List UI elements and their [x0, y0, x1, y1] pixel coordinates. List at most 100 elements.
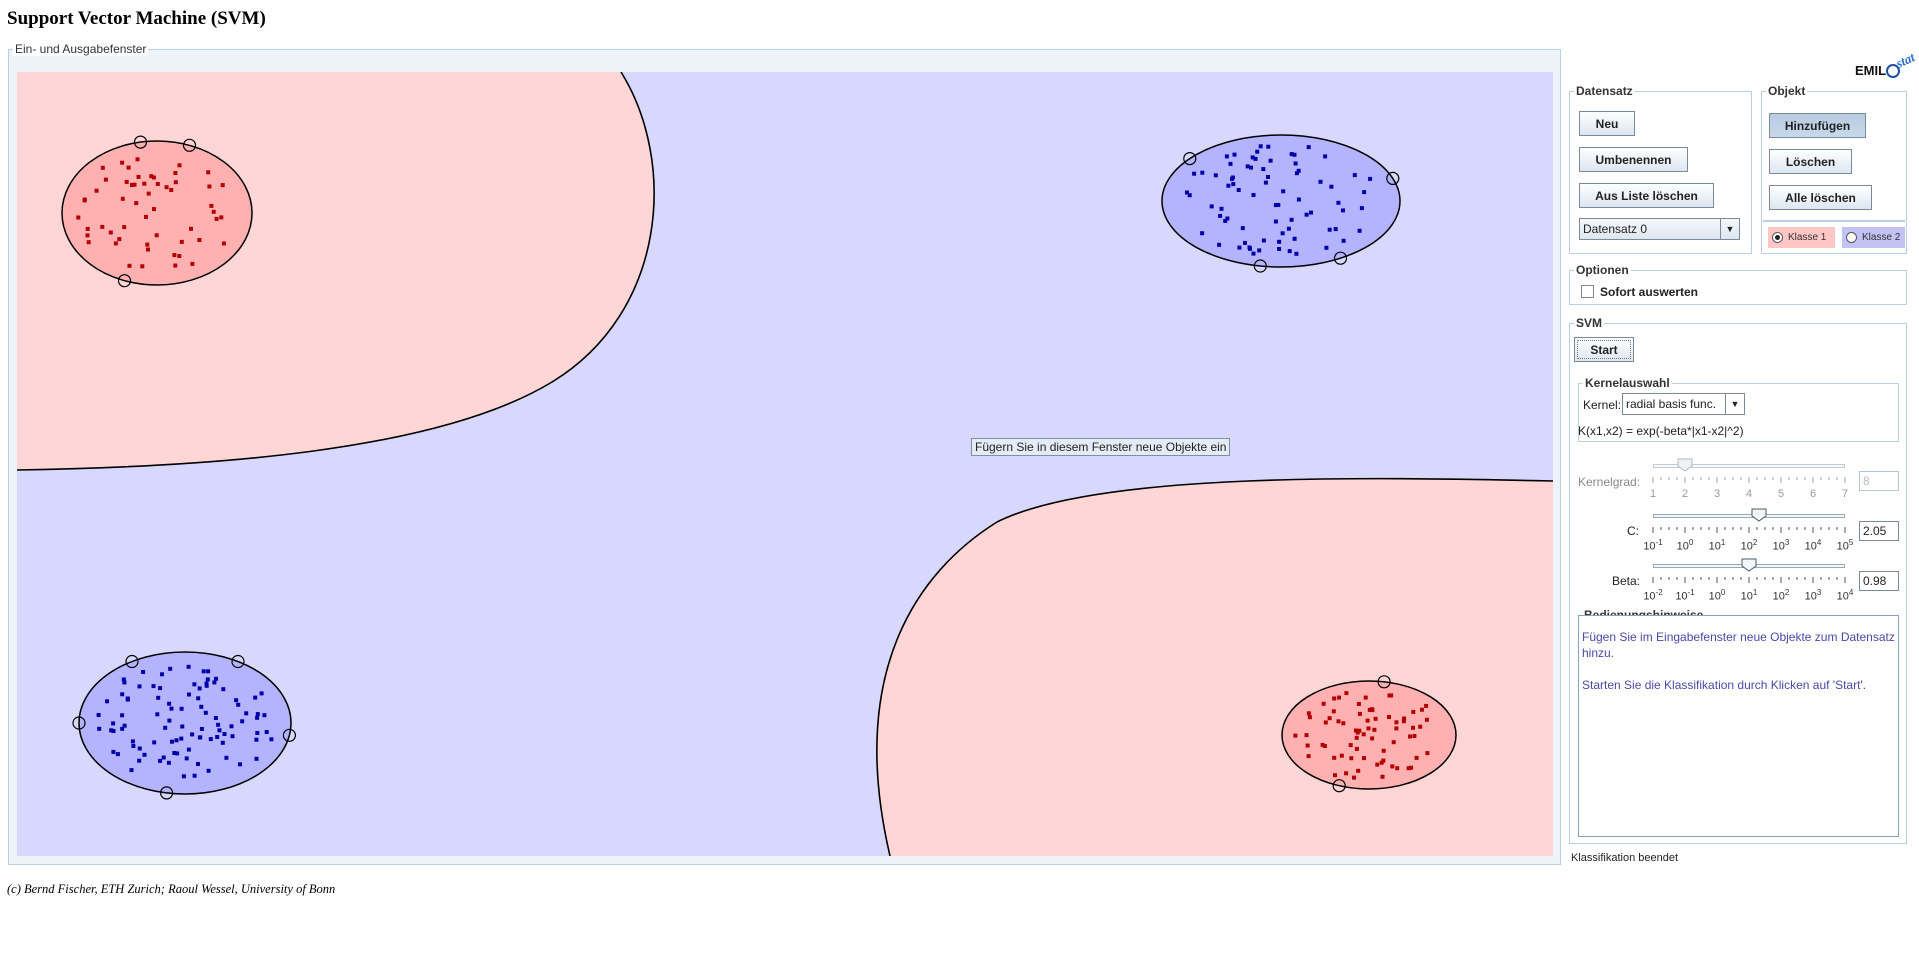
class2-point	[1253, 156, 1258, 161]
class2-point	[1266, 175, 1270, 179]
classification-canvas[interactable]	[17, 72, 1553, 856]
c-tick-label: 104	[1804, 538, 1822, 553]
class2-point	[1329, 184, 1334, 189]
kernelauswahl-group: Kernelauswahl	[1578, 376, 1899, 442]
class2-point	[181, 774, 186, 779]
class2-point	[196, 696, 201, 701]
class1-point	[173, 180, 178, 185]
canvas-hint-tooltip: Fügern Sie in diesem Fenster neue Objekt…	[971, 438, 1231, 456]
support-vector-marker	[1253, 259, 1267, 273]
class2-point	[1263, 180, 1268, 185]
start-button[interactable]: Start	[1574, 337, 1634, 362]
class1-point	[1420, 707, 1424, 712]
c-slider-thumb[interactable]	[1751, 508, 1767, 522]
class2-point	[199, 727, 204, 731]
class2-point	[131, 744, 136, 748]
class2-point	[259, 691, 264, 696]
class2-point	[255, 731, 260, 735]
class1-point	[1372, 727, 1377, 732]
class1-point	[1356, 702, 1361, 706]
bedienung-text-1: Fügen Sie im Eingabefenster neue Objekte…	[1582, 630, 1895, 660]
kernelgrad-tick-label: 1	[1649, 488, 1657, 500]
class2-point	[254, 756, 259, 761]
class1-point	[117, 237, 122, 242]
kernel-select[interactable]: radial basis func. ▼	[1622, 393, 1745, 415]
class2-point	[1341, 208, 1345, 213]
class1-point	[1323, 720, 1328, 725]
kernelgrad-field[interactable]: 8	[1859, 471, 1899, 491]
class1-point	[1387, 715, 1391, 719]
class2-point	[151, 684, 156, 689]
class2-point	[262, 713, 267, 718]
class2-point	[1286, 226, 1291, 231]
chevron-down-icon[interactable]: ▼	[1725, 394, 1744, 414]
class2-point	[174, 738, 179, 743]
class1-point	[1412, 734, 1417, 738]
kernelgrad-slider-track[interactable]	[1653, 464, 1845, 468]
class2-point	[212, 680, 217, 685]
class1-point	[1373, 716, 1378, 721]
class2-point	[1218, 213, 1223, 218]
class2-point	[161, 755, 166, 760]
class2-point	[1357, 228, 1362, 233]
class2-point	[111, 749, 116, 754]
class1-point	[1411, 725, 1415, 730]
radio-unselected-icon	[1846, 232, 1857, 243]
neu-button[interactable]: Neu	[1579, 111, 1635, 136]
class2-point	[1306, 145, 1311, 150]
class2-point	[121, 677, 126, 682]
class1-point	[85, 233, 90, 238]
loeschen-button[interactable]: Löschen	[1769, 149, 1852, 174]
class2-point	[170, 739, 174, 744]
class1-point	[120, 196, 125, 201]
alle-loeschen-button[interactable]: Alle löschen	[1769, 185, 1872, 210]
class2-point	[213, 716, 218, 720]
class2-point	[220, 740, 225, 745]
class2-point	[1213, 173, 1218, 178]
class1-point	[76, 215, 81, 220]
beta-field[interactable]: 0.98	[1859, 571, 1899, 591]
class2-point	[269, 737, 274, 742]
beta-tick-label: 103	[1804, 588, 1822, 603]
sofort-auswerten-checkbox[interactable]	[1581, 285, 1594, 298]
datensatz-group: Datensatz	[1569, 84, 1752, 254]
class2-point	[199, 704, 204, 709]
class1-radio[interactable]: Klasse 1	[1768, 227, 1835, 248]
umbenennen-button[interactable]: Umbenennen	[1579, 147, 1688, 172]
class1-point	[1354, 735, 1359, 740]
class2-point	[1277, 239, 1282, 244]
class1-point	[1401, 719, 1406, 724]
kernel-formula: K(x1,x2) = exp(-beta*|x1-x2|^2)	[1578, 424, 1744, 438]
class2-point	[1187, 193, 1192, 198]
class1-point	[1333, 773, 1337, 778]
kernelgrad-tick-label: 2	[1681, 488, 1689, 500]
class2-point	[1333, 227, 1338, 232]
class1-point	[100, 224, 105, 229]
class1-point	[122, 225, 127, 230]
c-slider-track[interactable]	[1653, 514, 1845, 518]
status-text: Klassifikation beendet	[1571, 852, 1679, 864]
class2-point	[206, 669, 211, 674]
aus-liste-loeschen-button[interactable]: Aus Liste löschen	[1579, 183, 1714, 208]
class2-point	[1289, 152, 1294, 157]
class1-point	[172, 253, 177, 258]
class1-point	[169, 188, 174, 192]
c-tick-label: 103	[1772, 538, 1790, 553]
support-vector-marker	[117, 274, 132, 288]
class1-point	[86, 240, 91, 245]
datensatz-select[interactable]: Datensatz 0 ▼	[1579, 218, 1740, 240]
class2-radio[interactable]: Klasse 2	[1842, 227, 1905, 248]
c-field[interactable]: 2.05	[1859, 521, 1899, 541]
kernelgrad-tick-label: 7	[1841, 488, 1849, 500]
class1-point	[136, 174, 141, 179]
class1-point	[1370, 736, 1375, 741]
beta-slider-thumb[interactable]	[1741, 558, 1757, 572]
class2-point	[255, 715, 260, 720]
class1-point	[173, 171, 178, 175]
class1-point	[211, 209, 216, 214]
kernelgrad-slider-thumb[interactable]	[1677, 458, 1693, 472]
class1-point	[1367, 707, 1372, 712]
hinzufuegen-button[interactable]: Hinzufügen	[1769, 113, 1866, 138]
class1-point	[177, 163, 182, 168]
chevron-down-icon[interactable]: ▼	[1720, 219, 1739, 239]
